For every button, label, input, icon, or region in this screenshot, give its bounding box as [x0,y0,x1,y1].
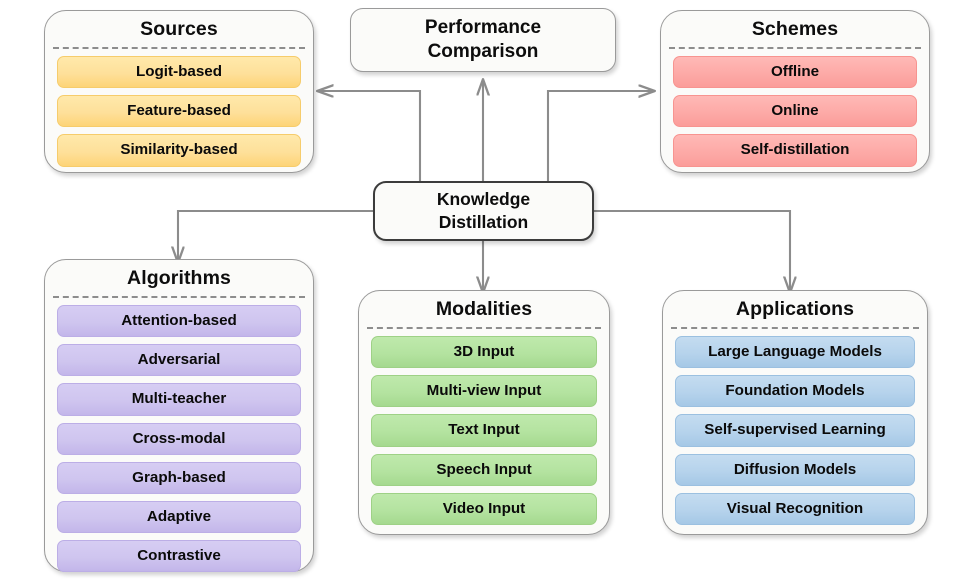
pill-list-modalities: 3D Input Multi-view Input Text Input Spe… [359,336,609,536]
pill-sources-1[interactable]: Feature-based [57,95,301,128]
hub-label: Knowledge Distillation [437,188,530,234]
pill-applications-1[interactable]: Foundation Models [675,375,915,408]
pill-algorithms-1[interactable]: Adversarial [57,344,301,377]
panel-title-sources: Sources [140,18,218,40]
panel-divider-sources [53,47,305,49]
pill-applications-4[interactable]: Visual Recognition [675,492,915,526]
pill-sources-2[interactable]: Similarity-based [57,134,301,167]
knowledge-distillation-hub[interactable]: Knowledge Distillation [373,181,594,241]
pill-schemes-1[interactable]: Online [673,95,917,128]
connector-hub-to-algorithms [178,209,375,262]
pill-sources-0[interactable]: Logit-based [57,56,301,89]
performance-comparison-label: Performance Comparison [425,16,541,64]
pill-schemes-2[interactable]: Self-distillation [673,134,917,167]
pill-algorithms-5[interactable]: Adaptive [57,501,301,534]
panel-algorithms[interactable]: Algorithms Attention-based Adversarial M… [44,259,314,573]
pill-list-algorithms: Attention-based Adversarial Multi-teache… [45,305,313,582]
panel-title-algorithms: Algorithms [127,267,231,289]
panel-divider-modalities [367,327,601,329]
performance-line-1: Performance [424,17,542,39]
panel-modalities[interactable]: Modalities 3D Input Multi-view Input Tex… [358,290,610,535]
pill-modalities-0[interactable]: 3D Input [371,336,597,369]
pill-list-applications: Large Language Models Foundation Models … [663,336,927,536]
pill-list-schemes: Offline Online Self-distillation [661,56,929,178]
performance-comparison-box[interactable]: Performance Comparison [350,8,616,72]
pill-list-sources: Logit-based Feature-based Similarity-bas… [45,56,313,178]
pill-algorithms-0[interactable]: Attention-based [57,305,301,338]
pill-modalities-4[interactable]: Video Input [371,492,597,526]
pill-algorithms-2[interactable]: Multi-teacher [57,383,301,416]
pill-algorithms-4[interactable]: Graph-based [57,461,301,495]
panel-applications[interactable]: Applications Large Language Models Found… [662,290,928,535]
pill-applications-0[interactable]: Large Language Models [675,336,915,369]
hub-line-2: Distillation [438,212,529,232]
connector-hub-to-applications [592,209,790,292]
panel-schemes[interactable]: Schemes Offline Online Self-distillation [660,10,930,173]
panel-divider-algorithms [53,296,305,298]
hub-line-1: Knowledge [436,189,531,210]
pill-algorithms-6[interactable]: Contrastive [57,540,301,573]
pill-modalities-3[interactable]: Speech Input [371,453,597,486]
pill-algorithms-3[interactable]: Cross-modal [57,422,301,455]
pill-schemes-0[interactable]: Offline [673,56,917,89]
pill-applications-3[interactable]: Diffusion Models [675,453,915,486]
panel-title-applications: Applications [735,298,855,320]
connector-hub-to-schemes [546,91,654,183]
performance-line-2: Comparison [427,41,539,62]
panel-title-modalities: Modalities [435,298,533,320]
panel-title-schemes: Schemes [751,18,839,40]
pill-applications-2[interactable]: Self-supervised Learning [675,414,915,447]
connector-hub-to-sources [318,91,422,183]
panel-divider-schemes [669,47,921,49]
pill-modalities-2[interactable]: Text Input [371,414,597,447]
panel-divider-applications [671,327,919,329]
panel-sources[interactable]: Sources Logit-based Feature-based Simila… [44,10,314,173]
pill-modalities-1[interactable]: Multi-view Input [371,375,597,408]
